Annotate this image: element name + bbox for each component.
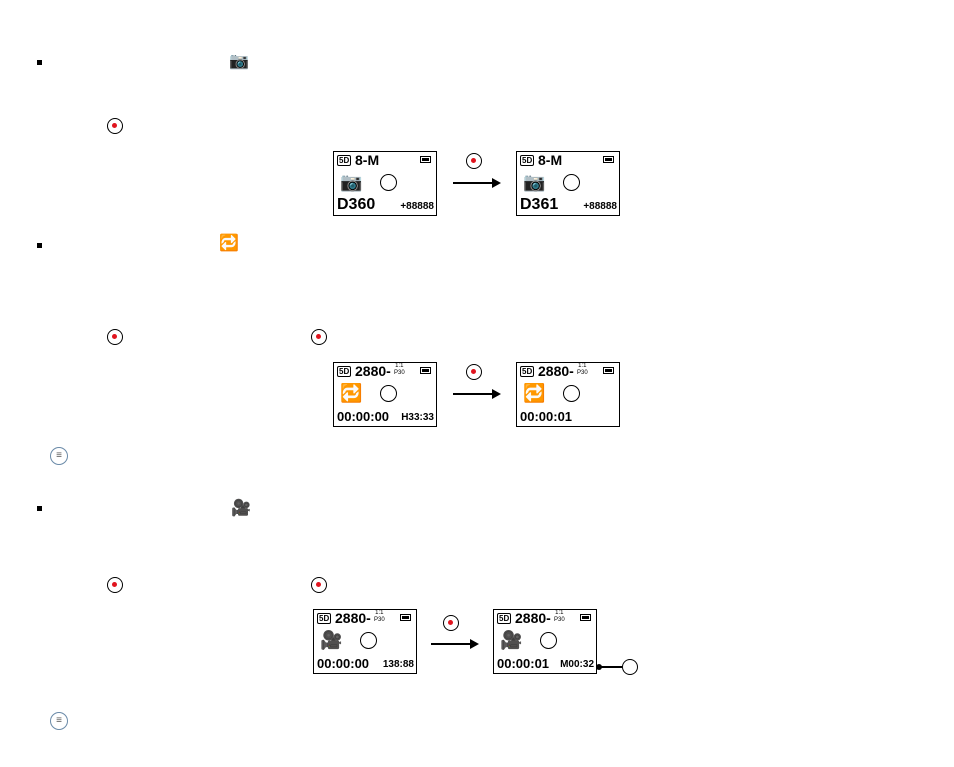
status-circle <box>360 632 377 649</box>
record-button-icon <box>466 153 482 169</box>
record-button-icon <box>107 118 123 134</box>
record-button-icon <box>311 329 327 345</box>
fps: P30 <box>577 370 588 376</box>
timelapse-video-icon: 🎥 <box>320 630 343 650</box>
sd-card-icon: 5D <box>337 155 352 166</box>
lcd-photo-after: 5D 8-M 📷 D361 +88888 <box>516 151 620 216</box>
elapsed-time: 00:00:01 <box>497 656 550 671</box>
remaining: +88888 <box>583 201 617 212</box>
record-button-icon <box>443 615 459 631</box>
status-circle <box>563 385 580 402</box>
resolution: 2880- <box>355 363 391 379</box>
callout-line <box>598 666 622 668</box>
elapsed-time: 00:00:00 <box>337 409 390 424</box>
shot-count: D360 <box>337 196 376 213</box>
sd-card-icon: 5D <box>497 613 512 624</box>
timelapse-video-icon: 🎥 <box>500 630 523 650</box>
battery-icon <box>420 156 431 163</box>
ratio: 1:1 <box>555 610 564 616</box>
remaining: 138:88 <box>382 659 414 670</box>
battery-icon <box>580 614 591 621</box>
camera-icon: 📷 <box>340 172 363 192</box>
sd-card-icon: 5D <box>520 155 535 166</box>
remaining: M00:32 <box>560 659 594 670</box>
sd-card-icon: 5D <box>317 613 332 624</box>
callout-circle <box>622 659 638 675</box>
ratio: 1:1 <box>578 363 587 369</box>
arrow-icon <box>431 639 479 649</box>
fps: P30 <box>554 617 565 623</box>
resolution: 2880- <box>515 610 551 626</box>
loop-icon: 🔁 <box>219 235 239 252</box>
battery-icon <box>603 367 614 374</box>
battery-icon <box>420 367 431 374</box>
ratio: 1:1 <box>375 610 384 616</box>
elapsed-time: 00:00:01 <box>520 409 573 424</box>
bullet <box>37 60 42 65</box>
timelapse-video-icon: 🎥 <box>231 500 251 517</box>
camera-icon: 📷 <box>229 53 249 70</box>
lcd-photo-before: 5D 8-M 📷 D360 +88888 <box>333 151 437 216</box>
battery-icon <box>603 156 614 163</box>
battery-icon <box>400 614 411 621</box>
remaining: +88888 <box>400 201 434 212</box>
note-icon: ≡ <box>50 447 68 465</box>
arrow-icon <box>453 178 501 188</box>
fps: P30 <box>374 617 385 623</box>
loop-icon: 🔁 <box>523 383 546 403</box>
fps: P30 <box>394 370 405 376</box>
callout-dot <box>596 664 602 670</box>
shot-count: D361 <box>520 196 559 213</box>
arrow-icon <box>453 389 501 399</box>
camera-icon: 📷 <box>523 172 546 192</box>
resolution: 8-M <box>538 152 563 168</box>
record-button-icon <box>107 329 123 345</box>
record-button-icon <box>311 577 327 593</box>
status-circle <box>563 174 580 191</box>
note-icon: ≡ <box>50 712 68 730</box>
status-circle <box>380 174 397 191</box>
loop-icon: 🔁 <box>340 383 363 403</box>
bullet <box>37 506 42 511</box>
ratio: 1:1 <box>395 363 404 369</box>
remaining: H33:33 <box>401 412 434 423</box>
record-button-icon <box>107 577 123 593</box>
bullet <box>37 243 42 248</box>
resolution: 8-M <box>355 152 380 168</box>
status-circle <box>380 385 397 402</box>
sd-card-icon: 5D <box>520 366 535 377</box>
resolution: 2880- <box>538 363 574 379</box>
resolution: 2880- <box>335 610 371 626</box>
elapsed-time: 00:00:00 <box>317 656 370 671</box>
status-circle <box>540 632 557 649</box>
sd-card-icon: 5D <box>337 366 352 377</box>
record-button-icon <box>466 364 482 380</box>
